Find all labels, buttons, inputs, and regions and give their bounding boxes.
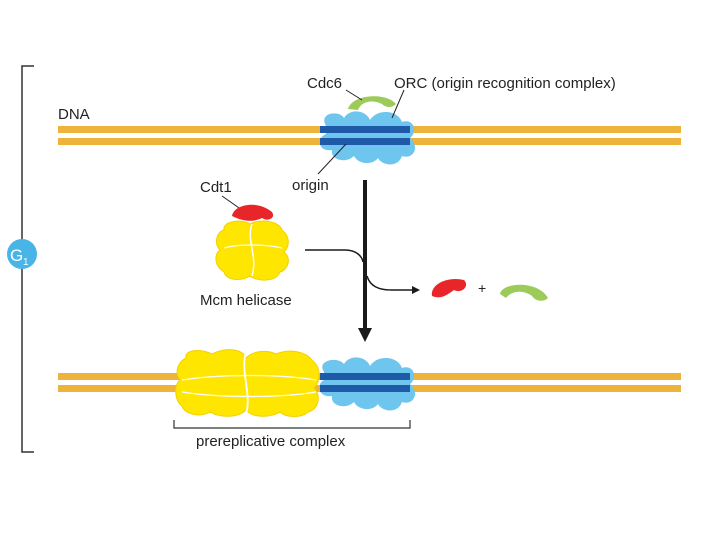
- mcm-entry-arrow: [305, 249, 364, 263]
- origin-label: origin: [292, 177, 329, 194]
- cdt1-pointer: [221, 195, 243, 211]
- origin-band-top-1: [320, 126, 410, 133]
- cdc6-pointer: [345, 89, 363, 101]
- phase-label: G: [10, 246, 23, 265]
- orc-top: [319, 111, 416, 165]
- plus-sign: +: [478, 280, 486, 296]
- cdt1-label: Cdt1: [200, 179, 232, 196]
- cdt1-icon: [232, 204, 274, 221]
- orc-pointer: [391, 89, 405, 119]
- released-cdc6-icon: [500, 284, 548, 301]
- mcm-label: Mcm helicase: [200, 292, 292, 309]
- origin-band-top-2: [320, 138, 410, 145]
- origin-band-bottom-2: [320, 385, 410, 392]
- cdc6-icon: [348, 96, 396, 110]
- mcm-double-hexamer: [175, 349, 320, 417]
- main-arrow: [358, 180, 372, 342]
- release-arrow: [366, 275, 420, 294]
- origin-band-bottom-1: [320, 373, 410, 380]
- dna-label: DNA: [58, 106, 90, 123]
- cdc6-label: Cdc6: [307, 75, 342, 92]
- orc-label: ORC (origin recognition complex): [394, 75, 616, 92]
- origin-pointer: [317, 143, 347, 175]
- released-cdt1-icon: [431, 278, 467, 298]
- g1-phase-badge: G 1: [7, 239, 37, 269]
- mcm-helicase-icon: [215, 220, 289, 281]
- prerep-label: prereplicative complex: [196, 433, 346, 450]
- orc-bottom: [319, 357, 416, 411]
- prerep-bracket: [173, 420, 411, 429]
- phase-subscript: 1: [23, 257, 29, 268]
